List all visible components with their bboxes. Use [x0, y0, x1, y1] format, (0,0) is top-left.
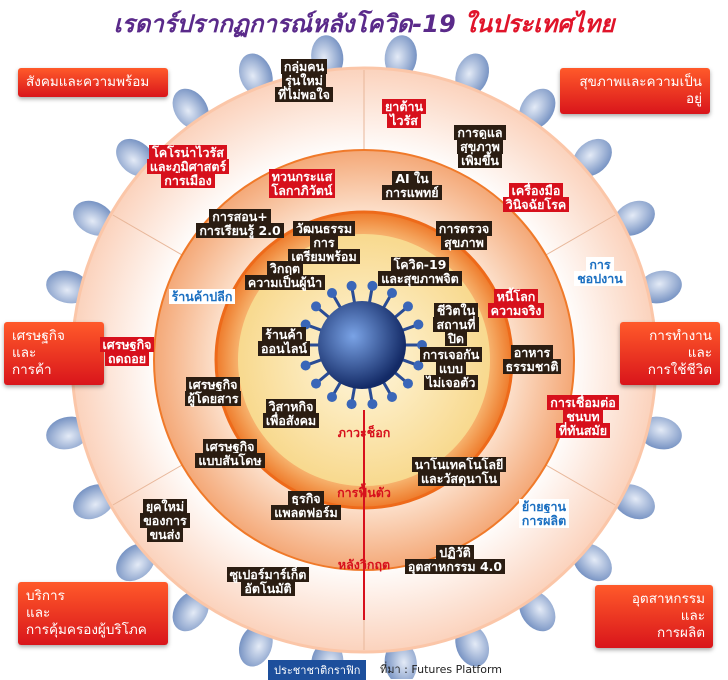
trend-label-l18: เศรษฐกิจ ถดถอย: [80, 337, 174, 366]
trend-label-l28: ย้ายฐาน การผลิต: [504, 499, 584, 528]
trend-label-text: ย้ายฐาน การผลิต: [518, 499, 570, 528]
trend-label-text: ซูเปอร์มาร์เก็ต อัตโนมัติ: [226, 567, 310, 596]
trend-label-text: เศรษฐกิจ ถดถอย: [99, 337, 155, 366]
trend-label-text: นาโนเทคโนโลยี และวัสดุนาโน: [411, 457, 507, 486]
trend-label-l17: ร้านค้า ออนไลน์: [250, 327, 318, 356]
category-box-society: สังคมและความพร้อม: [18, 68, 168, 97]
trend-label-l30: ซูเปอร์มาร์เก็ต อัตโนมัติ: [210, 567, 326, 596]
trend-label-l03: การดูแล สุขภาพ เพิ่มขึ้น: [440, 125, 520, 168]
trend-label-l09: วัฒนธรรม การ เตรียมพร้อม: [272, 221, 376, 264]
trend-label-text: ยาต้าน ไวรัส: [381, 99, 427, 128]
trend-label-l23: วิสาหกิจ เพื่อสังคม: [248, 399, 334, 428]
category-box-economy: เศรษฐกิจ และ การค้า: [4, 322, 104, 385]
trend-label-l01: กลุ่มคน รุ่นใหม่ ที่ไม่พอใจ: [260, 59, 348, 102]
trend-label-text: การเจอกัน แบบ ไม่เจอตัว: [419, 347, 483, 390]
footer-source: ที่มา : Futures Platform: [380, 663, 503, 676]
virus-icon: [297, 280, 427, 410]
trend-label-text: ยุคใหม่ ของการ ขนส่ง: [140, 499, 190, 542]
trend-label-l25: นาโนเทคโนโลยี และวัสดุนาโน: [404, 457, 514, 486]
trend-label-l11: การ ชอปงาน: [568, 257, 632, 286]
trend-label-text: การเชื่อมต่อ ชนบท ที่ทันสมัย: [547, 395, 619, 438]
title-main: เรดาร์ปรากฏการณ์หลังโควิด-19: [113, 10, 456, 38]
trend-label-l27: ธุรกิจ แพลตฟอร์ม: [264, 491, 348, 520]
ring-label-shock: ภาวะช็อก: [337, 425, 391, 440]
title-highlight: ในประเทศไทย: [455, 10, 615, 38]
trend-label-text: การ ชอปงาน: [574, 257, 626, 286]
trend-label-l16: ชีวิตใน สถานที่ ปิด: [420, 303, 492, 346]
trend-label-l21: เศรษฐกิจ ผู้โดยสาร: [170, 377, 256, 406]
trend-label-l07: เครื่องมือ วินิจฉัยโรค: [488, 183, 584, 212]
trend-label-l29: ปฏิวัติ อุตสาหกรรม 4.0: [400, 545, 510, 574]
footer-brand: ประชาชาติกราฟิก: [268, 660, 367, 680]
trend-label-text: การดูแล สุขภาพ เพิ่มขึ้น: [454, 125, 506, 168]
trend-label-l08: การสอน+ การเรียนรู้ 2.0: [188, 209, 292, 238]
trend-label-text: โควิด-19 และสุขภาพจิต: [378, 257, 462, 286]
category-box-industry: อุตสาหกรรม และ การผลิต: [595, 585, 713, 648]
trend-label-text: การสอน+ การเรียนรู้ 2.0: [196, 209, 284, 238]
trend-label-text: AI ใน การแพทย์: [382, 171, 442, 200]
ring-label-recovery: การฟื้นตัว: [337, 485, 391, 500]
trend-label-text: หนี้โลก ความจริง: [487, 289, 545, 318]
trend-label-text: ร้านค้า ออนไลน์: [257, 327, 311, 356]
trend-label-l06: AI ใน การแพทย์: [374, 171, 450, 200]
trend-label-text: วิสาหกิจ เพื่อสังคม: [262, 399, 320, 428]
trend-label-l02: ยาต้าน ไวรัส: [372, 99, 436, 128]
trend-label-text: กลุ่มคน รุ่นใหม่ ที่ไม่พอใจ: [275, 59, 333, 102]
trend-label-l04: โคโรน่าไวรัส และภูมิศาสตร์ การเมือง: [128, 145, 248, 188]
trend-label-text: วิกฤต ความเป็นผู้นำ: [244, 261, 326, 290]
trend-label-text: วัฒนธรรม การ เตรียมพร้อม: [288, 221, 360, 264]
trend-label-l14: หนี้โลก ความจริง: [478, 289, 554, 318]
trend-label-l26: ยุคใหม่ ของการ ขนส่ง: [126, 499, 204, 542]
trend-label-text: ทวนกระแส โลกาภิวัตน์: [268, 169, 336, 198]
trend-label-text: เศรษฐกิจ แบบสันโดษ: [195, 439, 265, 468]
trend-label-text: ชีวิตใน สถานที่ ปิด: [433, 303, 479, 346]
trend-label-text: เศรษฐกิจ ผู้โดยสาร: [184, 377, 242, 406]
ring-label-post-crisis: หลังวิกฤต: [337, 557, 391, 572]
trend-label-l22: การเชื่อมต่อ ชนบท ที่ทันสมัย: [534, 395, 632, 438]
trend-label-text: อาหาร ธรรมชาติ: [502, 345, 562, 374]
trend-label-text: การตรวจ สุขภาพ: [435, 221, 493, 250]
trend-label-text: เครื่องมือ วินิจฉัยโรค: [502, 183, 570, 212]
trend-label-l05: ทวนกระแส โลกาภิวัตน์: [252, 169, 352, 198]
trend-label-l12: วิกฤต ความเป็นผู้นำ: [230, 261, 340, 290]
trend-label-l24: เศรษฐกิจ แบบสันโดษ: [184, 439, 276, 468]
trend-label-text: ปฏิวัติ อุตสาหกรรม 4.0: [404, 545, 506, 574]
trend-label-l15: ร้านค้าปลีก: [160, 289, 244, 304]
trend-label-l10: การตรวจ สุขภาพ: [424, 221, 504, 250]
trend-label-l20: การเจอกัน แบบ ไม่เจอตัว: [408, 347, 494, 390]
trend-label-l13: โควิด-19 และสุขภาพจิต: [368, 257, 472, 286]
trend-label-text: โคโรน่าไวรัส และภูมิศาสตร์ การเมือง: [146, 145, 230, 188]
category-box-work: การทำงาน และ การใช้ชีวิต: [620, 322, 720, 385]
trend-label-l19: อาหาร ธรรมชาติ: [496, 345, 568, 374]
category-box-services: บริการ และ การคุ้มครองผู้บริโภค: [18, 582, 168, 645]
category-box-health: สุขภาพและความเป็นอยู่: [560, 68, 710, 114]
page-title: เรดาร์ปรากฏการณ์หลังโควิด-19 ในประเทศไทย: [0, 4, 728, 43]
trend-label-text: ร้านค้าปลีก: [168, 289, 236, 304]
